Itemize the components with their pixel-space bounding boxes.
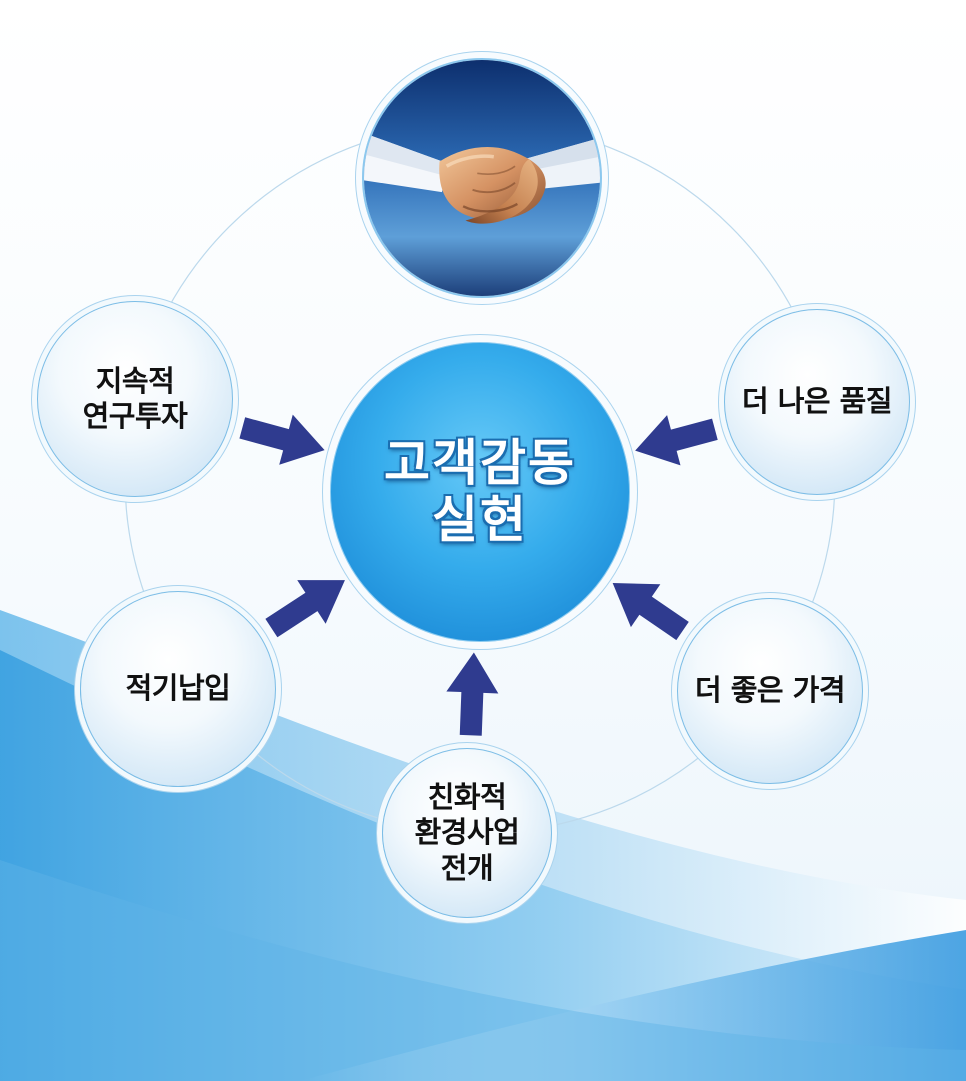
arrow-price-to-center — [612, 583, 689, 641]
node-price-label: 더 좋은 가격 — [694, 673, 846, 708]
background-swoosh — [0, 860, 966, 1081]
arrow-shape — [265, 580, 345, 638]
node-quality-label: 더 나은 품질 — [741, 384, 893, 419]
node-eco: 친화적 환경사업 전개 — [382, 748, 552, 918]
arrow-delivery-to-center — [265, 580, 345, 638]
node-quality: 더 나은 품질 — [724, 309, 910, 495]
arrow-shape — [635, 415, 718, 466]
arrows-layer — [239, 414, 718, 736]
arrow-eco-to-center — [446, 652, 499, 736]
center-node: 고객감동 실현 — [330, 342, 630, 642]
arrow-shape — [446, 652, 499, 736]
node-price: 더 좋은 가격 — [677, 598, 863, 784]
node-research: 지속적 연구투자 — [37, 301, 233, 497]
arrow-research-to-center — [239, 414, 325, 465]
node-research-label: 지속적 연구투자 — [82, 363, 188, 433]
arrow-shape — [239, 414, 325, 465]
background-swoosh — [300, 930, 966, 1081]
photo-node — [362, 58, 602, 298]
arrow-quality-to-center — [635, 415, 718, 466]
node-delivery: 적기납입 — [80, 591, 276, 787]
handshake-icon — [364, 60, 600, 296]
arrow-shape — [612, 583, 689, 641]
node-eco-label: 친화적 환경사업 전개 — [414, 779, 520, 885]
center-node-label: 고객감동 실현 — [384, 433, 576, 549]
node-delivery-label: 적기납입 — [125, 671, 231, 706]
